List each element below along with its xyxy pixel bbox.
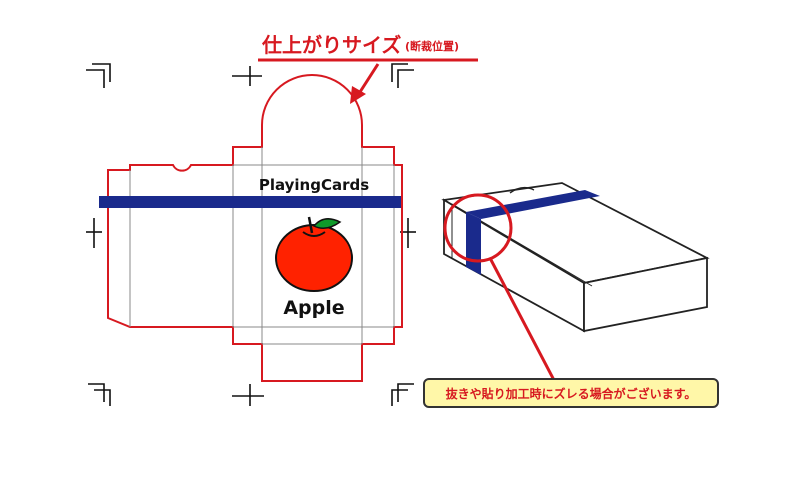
- navy-band-3d-side: [466, 212, 481, 275]
- apple-icon: [275, 216, 353, 292]
- finished-size-title: 仕上がりサイズ: [261, 33, 401, 57]
- cut-position-label: (断裁位置): [405, 39, 459, 53]
- product-label: Apple: [283, 297, 344, 319]
- brand-label: PlayingCards: [259, 176, 369, 194]
- misalignment-note: 抜きや貼り加工時にズレる場合がございます。: [423, 378, 719, 408]
- assembled-box: [441, 182, 710, 333]
- navy-band-flat: [99, 196, 401, 208]
- crop-marks: [86, 63, 416, 406]
- die-cut-outline: [107, 74, 403, 382]
- misalignment-pointer: [488, 257, 558, 385]
- misalignment-circle: [443, 193, 513, 263]
- pointer-arrow-line: [358, 63, 380, 93]
- navy-band-3d-top: [466, 190, 600, 219]
